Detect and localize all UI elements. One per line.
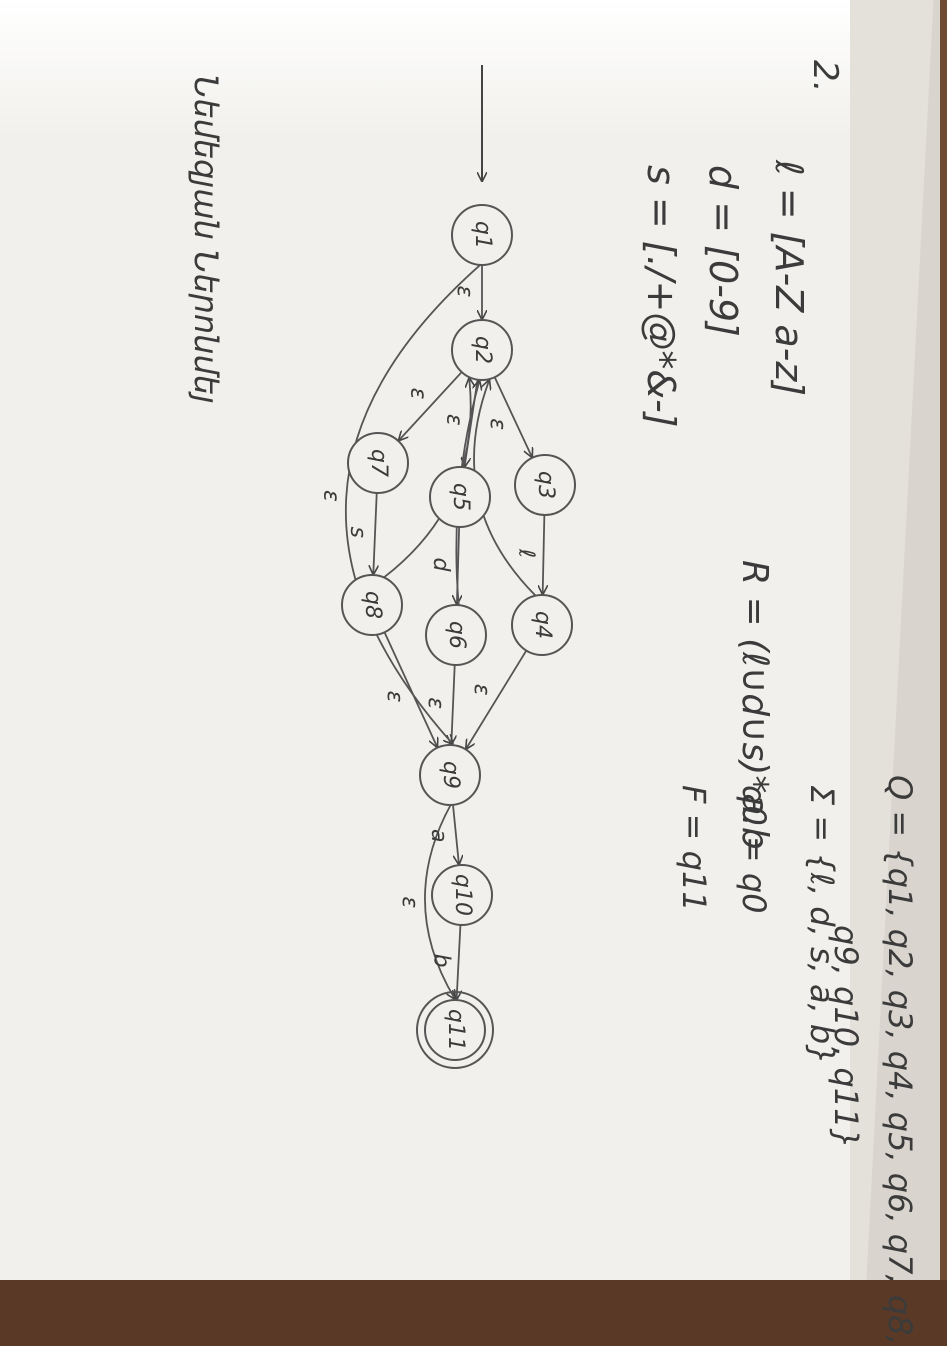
state-circle: [451, 204, 513, 266]
state-nodes: q1 q2 q3 q4 q5 q6 q7 q8 q9 q10 q11: [341, 204, 576, 1069]
state-q10: q10: [431, 864, 493, 926]
transition-q4-q9: [467, 650, 528, 748]
transition-q7-q8: [373, 492, 376, 573]
def-symbols: s = [./+@*&-]: [639, 165, 683, 428]
state-q9: q9: [419, 744, 481, 806]
transition-label-q5-q6: d: [428, 557, 453, 572]
transition-q6-q9: [451, 664, 454, 743]
state-label: q11: [443, 1009, 468, 1051]
transition-label-q3-q4: ℓ: [514, 548, 539, 558]
state-q6: q6: [425, 604, 487, 666]
transition-q9-q10: [452, 804, 459, 863]
state-circle: [424, 999, 486, 1061]
state-q1: q1: [451, 204, 513, 266]
state-label: q3: [533, 471, 558, 499]
transition-label-q1-q2: ε: [452, 286, 477, 298]
transition-label-q8-q9: ε: [382, 691, 407, 703]
problem-number: 2.: [805, 60, 845, 93]
state-circle: [341, 574, 403, 636]
transition-q9-q11: [424, 804, 454, 998]
transition-label-q9-q10: a: [426, 829, 451, 842]
transition-label-q2-q7: ε: [405, 388, 430, 400]
state-q2: q2: [451, 319, 513, 381]
transition-label-q2-q3: ε: [485, 418, 510, 430]
formal-states-line1: Q = {q1, q2, q3, q4, q5, q6, q7, q8,: [881, 775, 919, 1346]
state-q11: q11: [416, 991, 494, 1069]
transition-label-q9-q11: ε: [397, 896, 422, 908]
state-circle: [419, 744, 481, 806]
nfa-diagram: εεεεℓdsεεεεεεεabε q1q2q3q4q5q6q7q8q9q10q…: [318, 65, 576, 1069]
state-q7: q7: [347, 432, 409, 494]
formal-start-state: q0 = q0: [735, 785, 773, 914]
state-circle: [514, 454, 576, 516]
state-q8: q8: [341, 574, 403, 636]
transition-q3-q4: [543, 514, 545, 593]
state-circle: [511, 594, 573, 656]
formal-alphabet-line: Σ = {ℓ, d, s, a, b}: [803, 785, 841, 1065]
transition-q2-q7: [400, 371, 463, 439]
transition-q2-q3: [493, 376, 532, 456]
transition-label-q7-q8: s: [345, 527, 370, 538]
state-q3: q3: [514, 454, 576, 516]
transition-q10-q11: [457, 924, 461, 998]
accepting-ring: [416, 991, 494, 1069]
state-circle: [429, 466, 491, 528]
state-label: q10: [450, 874, 475, 916]
transition-label-q4-q9: ε: [469, 684, 494, 696]
def-letters: ℓ = [A-Z a-z]: [767, 160, 811, 397]
state-label: q4: [530, 611, 555, 639]
state-circle: [451, 319, 513, 381]
transition-q1-q9: [344, 264, 481, 743]
transition-label-q2-q5: ε: [441, 414, 466, 426]
state-label: q9: [438, 761, 463, 789]
author-signature: Նեմեզյան Ներոնմեյ: [187, 75, 225, 404]
state-circle: [347, 432, 409, 494]
transition-label-q1-q9: ε: [318, 490, 343, 502]
def-digits: d = [0-9]: [701, 165, 745, 337]
transition-label-q10-q11: b: [429, 954, 454, 968]
formal-final-state: F = q11: [675, 785, 713, 912]
state-label: q8: [360, 591, 385, 619]
state-label: q5: [448, 483, 473, 511]
transition-label-q6-q9: ε: [423, 697, 448, 709]
state-q4: q4: [511, 594, 573, 656]
state-q5: q5: [429, 466, 491, 528]
state-label: q6: [444, 621, 469, 649]
state-label: q7: [366, 449, 391, 477]
state-label: q1: [470, 221, 495, 249]
state-circle: [425, 604, 487, 666]
state-label: q2: [470, 336, 495, 364]
paper-sheet-front: [0, 0, 850, 1280]
state-circle: [431, 864, 493, 926]
transition-q8-q9: [383, 631, 437, 746]
